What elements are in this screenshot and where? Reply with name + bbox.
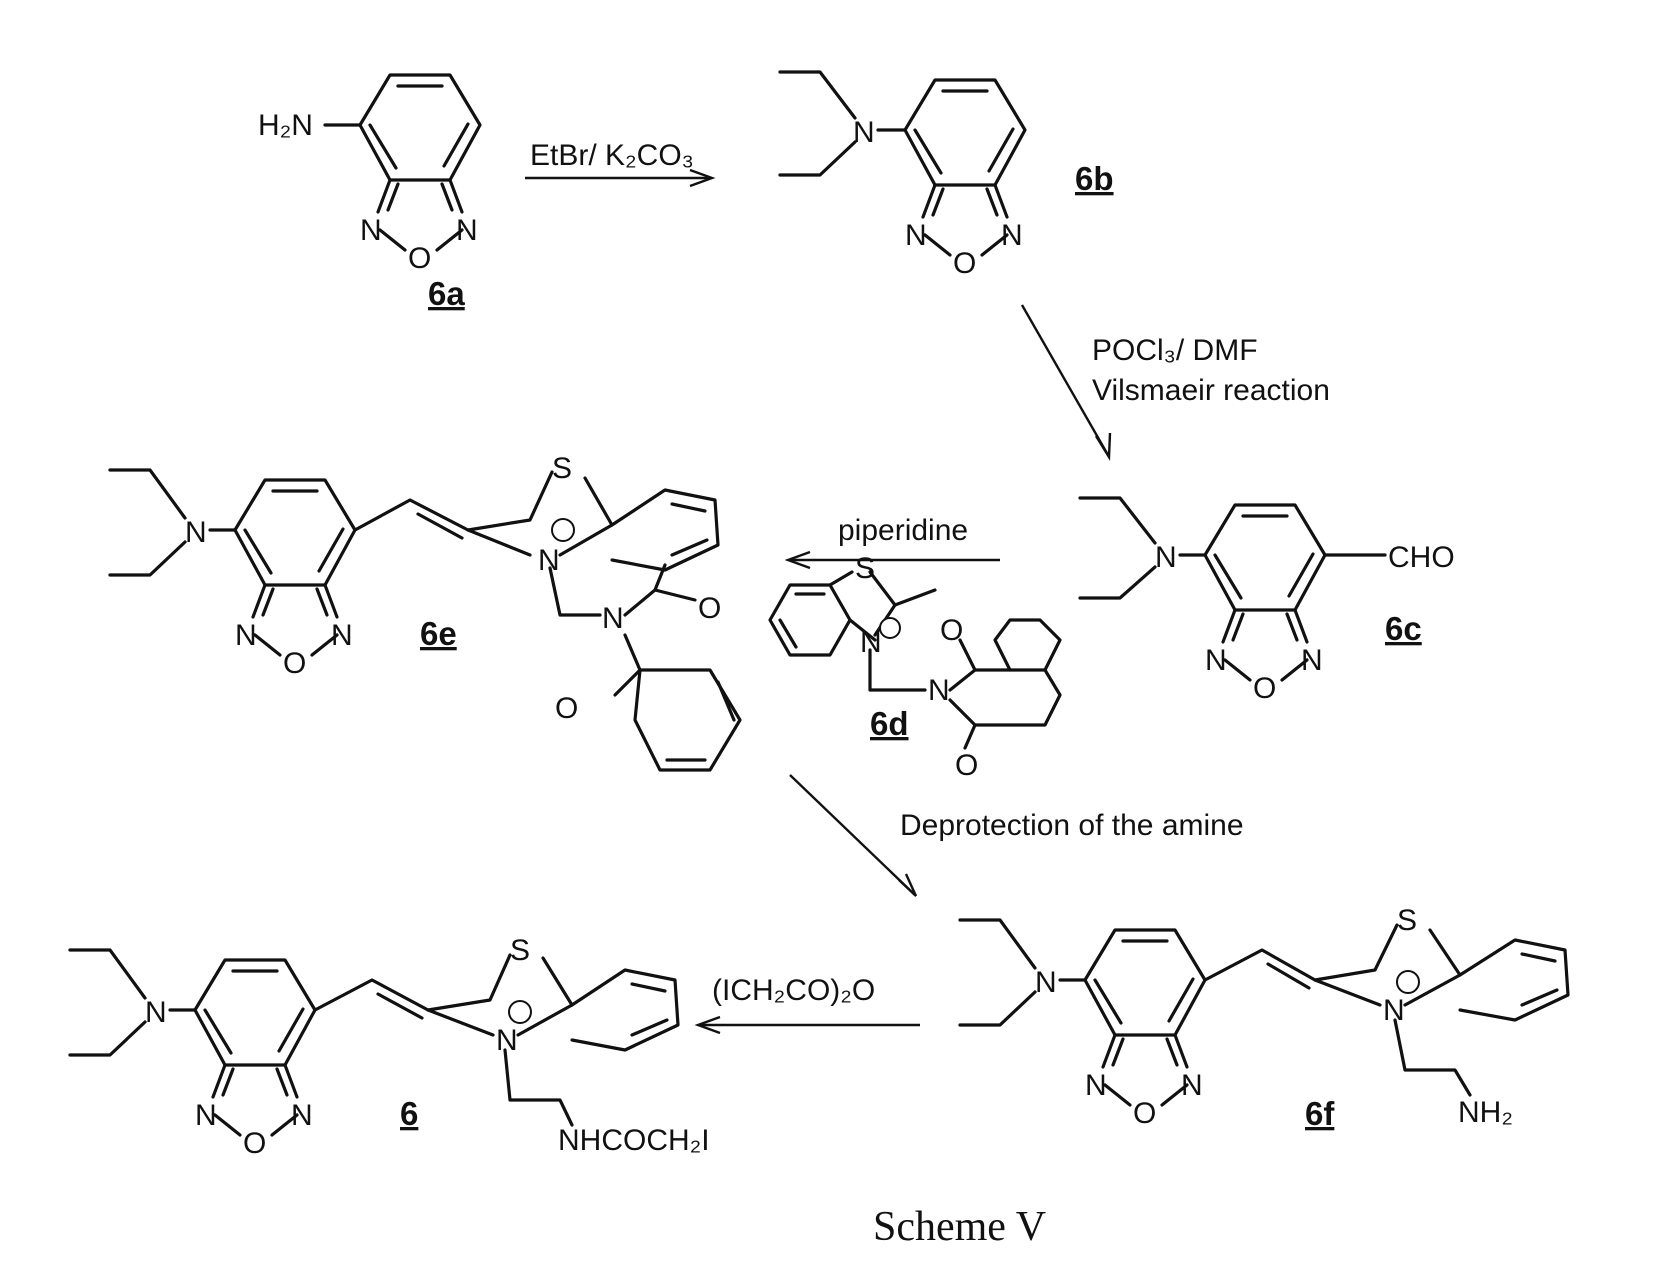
atom-O: O (555, 692, 578, 725)
atom-N: N (1085, 1069, 1107, 1102)
atom-N: N (456, 214, 478, 247)
atom-N: N (853, 116, 875, 149)
reagent-label: Vilsmaeir reaction (1092, 374, 1330, 407)
atom-S: S (1397, 904, 1417, 937)
atom-NHCOCH2I: NHCOCH₂I (558, 1124, 710, 1157)
reagent-label: piperidine (838, 514, 968, 547)
atom-S: S (552, 452, 572, 485)
atom-O: O (698, 592, 721, 625)
atom-N: N (905, 219, 927, 252)
atom-NH2: NH₂ (1458, 1096, 1513, 1129)
atom-N: N (185, 516, 207, 549)
compound-6b: N N N O 6b (780, 72, 1114, 280)
atom-N: N (195, 1099, 217, 1132)
compound-6f: N S N NH₂ N N O 6f (960, 904, 1568, 1132)
atom-S: S (510, 934, 530, 967)
atom-O: O (955, 749, 978, 782)
atom-N: N (145, 996, 167, 1029)
reaction-arrow-4: Deprotection of the amine (790, 775, 1244, 896)
compound-label-6e: 6e (420, 615, 457, 652)
positive-charge-icon (509, 1001, 531, 1023)
positive-charge-icon (552, 519, 574, 541)
atom-N: N (1205, 644, 1227, 677)
compound-label-6d: 6d (870, 705, 909, 742)
atom-N: N (538, 544, 560, 577)
reagent-label: (ICH₂CO)₂O (712, 974, 875, 1007)
reaction-arrow-5: (ICH₂CO)₂O (698, 974, 920, 1033)
atom-N: N (860, 626, 882, 659)
reaction-arrow-1: EtBr/ K₂CO₃ (525, 139, 712, 186)
compound-6c: N CHO N N O 6c (1080, 498, 1455, 705)
scheme-caption: Scheme V (873, 1204, 1046, 1250)
atom-N: N (1181, 1069, 1203, 1102)
compound-6a: H₂N N N O 6a (258, 75, 480, 312)
atom-O: O (953, 247, 976, 280)
atom-O: O (283, 647, 306, 680)
compound-6d: S N N O O 6d (770, 552, 1060, 782)
positive-charge-icon (1397, 971, 1419, 993)
reaction-arrow-2: POCl₃/ DMF Vilsmaeir reaction (1022, 305, 1330, 457)
compound-label-6: 6 (400, 1095, 418, 1132)
compound-6: N S N NHCOCH₂I N N O 6 (70, 934, 710, 1160)
atom-O: O (1253, 672, 1276, 705)
positive-charge-icon (880, 618, 900, 638)
atom-N: N (602, 602, 624, 635)
compound-label-6c: 6c (1385, 610, 1422, 647)
atom-O: O (940, 614, 963, 647)
atom-N: N (1383, 994, 1405, 1027)
atom-N: N (1301, 644, 1323, 677)
atom-O: O (243, 1127, 266, 1160)
atom-O: O (1133, 1097, 1156, 1130)
compound-label-6a: 6a (428, 275, 465, 312)
reagent-label: POCl₃/ DMF (1092, 334, 1258, 367)
atom-N: N (496, 1024, 518, 1057)
atom-N: N (331, 619, 353, 652)
compound-label-6f: 6f (1305, 1095, 1335, 1132)
atom-N: N (1001, 219, 1023, 252)
atom-H2N: H₂N (258, 109, 313, 142)
atom-CHO: CHO (1388, 541, 1455, 574)
atom-N: N (928, 674, 950, 707)
reagent-label: Deprotection of the amine (900, 809, 1244, 842)
atom-N: N (360, 214, 382, 247)
atom-S: S (855, 552, 875, 585)
compound-6e: N S N N O O N N O 6e (110, 452, 740, 770)
reaction-arrow-3: piperidine (788, 514, 1000, 568)
atom-N: N (1155, 541, 1177, 574)
reagent-label: EtBr/ K₂CO₃ (530, 139, 694, 172)
atom-N: N (235, 619, 257, 652)
compound-label-6b: 6b (1075, 160, 1114, 197)
atom-N: N (291, 1099, 313, 1132)
atom-O: O (408, 242, 431, 275)
atom-N: N (1035, 966, 1057, 999)
